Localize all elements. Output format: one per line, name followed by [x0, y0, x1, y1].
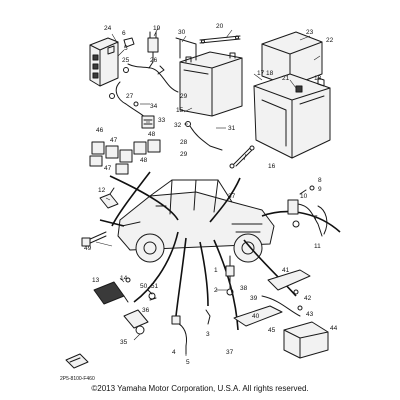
label-1: 1: [214, 267, 218, 274]
label-38: 38: [240, 285, 248, 292]
label-8: 8: [318, 177, 322, 184]
label-19: 19: [153, 25, 161, 32]
label-20: 20: [216, 23, 224, 30]
label-29b: 29: [180, 151, 188, 158]
label-35: 35: [120, 339, 128, 346]
label-29: 29: [180, 93, 188, 100]
leader-lines: [95, 27, 321, 356]
label-44: 44: [330, 325, 338, 332]
label-10: 10: [300, 193, 308, 200]
label-31: 31: [228, 125, 236, 132]
battery-box: [253, 31, 331, 159]
label-3: 3: [206, 331, 210, 338]
label-17: 17: [257, 70, 265, 77]
label-7: 7: [314, 215, 318, 222]
switch-12: [99, 187, 119, 209]
label-33: 33: [158, 117, 166, 124]
starter-relay-19: [147, 31, 159, 69]
label-22: 22: [326, 37, 334, 44]
label-47: 47: [110, 137, 118, 144]
label-9: 9: [318, 186, 322, 193]
label-11: 11: [314, 243, 321, 250]
label-26: 26: [150, 57, 158, 64]
label-39: 39: [250, 295, 258, 302]
label-40: 40: [252, 313, 260, 320]
label-18: 18: [266, 70, 274, 77]
label-28: 28: [180, 139, 188, 146]
label-24: 24: [104, 25, 112, 32]
label-16: 16: [268, 163, 276, 170]
label-50-51: 50, 51: [140, 283, 158, 290]
label-15: 15: [176, 107, 184, 114]
relay-box: [89, 37, 119, 87]
label-37b: 37: [226, 349, 234, 356]
label-6: 6: [122, 30, 126, 37]
copyright-notice: ©2013 Yamaha Motor Corporation, U.S.A. A…: [91, 384, 309, 393]
switch-assy-13: [93, 277, 131, 305]
label-25: 25: [122, 57, 130, 64]
label-46: 46: [96, 127, 104, 134]
label-48: 48: [148, 131, 156, 138]
label-37: 37: [228, 193, 236, 200]
ground-strap-22: [229, 145, 255, 169]
part-number-labels: 24 6 5 25 19 26 20 30 22 23 17 18 21 18 …: [60, 23, 338, 382]
diagram-code: 2P5-8100-F460: [60, 376, 95, 382]
battery-15: [179, 51, 243, 117]
label-5b: 5: [186, 359, 190, 366]
label-27: 27: [126, 93, 134, 100]
spark-plug-1: [225, 255, 235, 296]
pickup-coil: [287, 185, 328, 237]
battery-cable: [109, 63, 179, 119]
label-12: 12: [98, 187, 106, 194]
label-21: 21: [282, 75, 290, 82]
label-32: 32: [174, 122, 182, 129]
label-18b: 18: [314, 75, 322, 82]
label-45: 45: [268, 327, 276, 334]
diagram-stamp-icon: [65, 353, 89, 369]
label-13: 13: [92, 277, 100, 284]
small-clip-6: [123, 37, 135, 48]
label-43: 43: [306, 311, 314, 318]
label-30: 30: [178, 29, 186, 36]
label-48b: 48: [140, 157, 148, 164]
label-2: 2: [214, 287, 218, 294]
sensor-49: [81, 231, 107, 247]
label-36: 36: [142, 307, 150, 314]
negative-cable-28: [185, 121, 223, 151]
label-14: 14: [120, 275, 128, 282]
label-49: 49: [84, 245, 92, 252]
callout-lines: [99, 171, 341, 331]
label-41: 41: [282, 267, 290, 274]
label-4: 4: [172, 349, 176, 356]
label-23: 23: [306, 29, 314, 36]
bolt-3: [205, 309, 211, 325]
fuse-bank: [89, 139, 161, 175]
label-47b: 47: [104, 165, 112, 172]
label-34: 34: [150, 103, 158, 110]
vehicle-illustration: [117, 179, 275, 263]
battery-bracket-30: [175, 37, 197, 61]
battery-band-20: [199, 35, 241, 44]
tail-light-assy: [233, 269, 329, 359]
label-5: 5: [124, 45, 128, 52]
label-42: 42: [304, 295, 312, 302]
